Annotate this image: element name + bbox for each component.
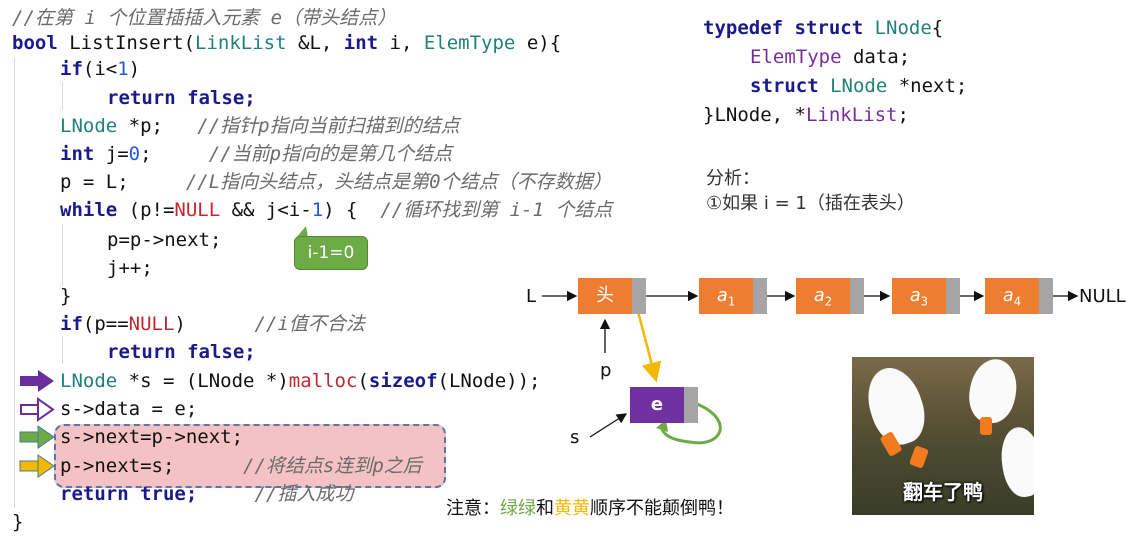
list-node-a2: a2 xyxy=(796,278,864,314)
arrow-yellow-icon xyxy=(19,454,55,478)
list-head-pointer-label: L xyxy=(526,286,537,307)
code-line-signature: bool ListInsert(LinkList &L, int i, Elem… xyxy=(12,32,562,54)
indent-guide xyxy=(62,336,63,364)
meme-caption: 翻车了鸭 xyxy=(903,480,983,504)
new-node-ptr xyxy=(684,387,698,423)
analysis-title: 分析： xyxy=(706,168,760,189)
code-line-if1: if(i<1) xyxy=(60,58,141,80)
bubble-tail xyxy=(296,226,308,238)
list-node-a4: a4 xyxy=(985,278,1053,314)
code-line-decl-p: LNode *p; //指针p指向当前扫描到的结点 xyxy=(60,115,460,137)
p-pointer-label: p xyxy=(600,360,612,381)
code-line-final-brace: } xyxy=(12,511,24,533)
highlight-box xyxy=(54,424,446,488)
order-warning: 注意：绿绿和黄黄顺序不能颠倒鸭！ xyxy=(446,498,734,519)
null-label: NULL xyxy=(1079,286,1126,307)
new-node-e: e xyxy=(630,387,698,423)
head-node: 头 xyxy=(578,278,646,314)
code-line-s-next: s->next=p->next; xyxy=(60,426,244,448)
indent-guide xyxy=(14,58,15,508)
code-line-return-true: return true; //插入成功 xyxy=(60,483,354,505)
duck-meme-image: 翻车了鸭 xyxy=(852,357,1034,515)
struct-line-3: struct LNode *next; xyxy=(750,75,968,97)
struct-line-1: typedef struct LNode{ xyxy=(703,17,944,39)
list-node-a3: a3 xyxy=(892,278,960,314)
head-node-ptr xyxy=(632,278,646,314)
analysis-case1: ①如果 i = 1（插在表头） xyxy=(706,193,915,214)
new-node-data: e xyxy=(630,387,684,423)
struct-line-2: ElemType data; xyxy=(750,46,911,68)
callout-bubble: i-1=0 xyxy=(294,236,368,270)
comment-title: //在第 i 个位置插插入元素 e（带头结点） xyxy=(12,7,397,29)
arrow-filled-purple-icon xyxy=(20,370,54,392)
code-line-close-brace: } xyxy=(60,285,72,307)
code-line-j-inc: j++; xyxy=(107,257,153,279)
code-line-decl-j: int j=0; //当前p指向的是第几个结点 xyxy=(60,143,453,165)
arrow-outline-purple-icon xyxy=(20,397,55,422)
code-line-s-data: s->data = e; xyxy=(60,398,198,420)
step-arrows xyxy=(19,370,55,478)
code-line-assign-p: p = L; //L指向头结点，头结点是第0个结点（不存数据） xyxy=(60,171,612,193)
code-line-p-next-s: p->next=s; //将结点s连到p之后 xyxy=(60,455,422,477)
head-node-data: 头 xyxy=(578,278,632,314)
code-line-return-false: return false; xyxy=(107,87,256,109)
list-node-a1: a1 xyxy=(699,278,767,314)
code-line-p-next: p=p->next; xyxy=(107,229,222,251)
struct-line-4: }LNode, *LinkList; xyxy=(703,104,909,126)
indent-guide xyxy=(62,82,63,110)
code-line-while: while (p!=NULL && j<i-1) { //循环找到第 i-1 个… xyxy=(60,199,613,221)
code-line-if2: if(p==NULL) //i值不合法 xyxy=(60,313,365,335)
s-pointer-label: s xyxy=(570,427,580,448)
code-line-return-false-2: return false; xyxy=(107,341,256,363)
indent-guide xyxy=(62,224,63,286)
arrow-green-icon xyxy=(19,425,55,449)
code-line-malloc: LNode *s = (LNode *)malloc(sizeof(LNode)… xyxy=(60,370,541,392)
